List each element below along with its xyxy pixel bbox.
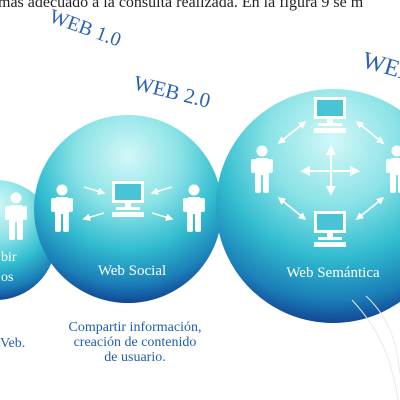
web2-caption-line: Compartir información,	[68, 320, 202, 335]
arrow-icon	[83, 186, 106, 195]
decorative-curve	[351, 299, 399, 400]
web2-caption-line: creación de contenido	[73, 335, 197, 350]
web1-label-line1: bir	[1, 250, 17, 265]
body-text-fragment: más adecuado a la consulta realizada. En…	[0, 0, 364, 11]
arrow-icon	[82, 212, 105, 221]
web2-circle-group: WEB 2.0 Web Social	[34, 71, 222, 303]
web2-title: WEB 2.0	[131, 71, 213, 113]
web1-caption: Veb.	[0, 336, 25, 351]
arrow-icon	[355, 197, 384, 220]
web2-caption: Compartir información, creación de conte…	[40, 320, 230, 365]
web2-label: Web Social	[98, 263, 166, 279]
web2-caption-line: de usuario.	[104, 350, 166, 365]
arrow-icon	[277, 197, 306, 220]
web3-title: WEB	[359, 48, 400, 88]
web3-label: Web Semántica	[286, 265, 380, 281]
arrow-icon	[277, 121, 306, 144]
arrow-icon	[150, 186, 173, 195]
web3-circle-group: WEB Web Semántica	[216, 48, 400, 323]
web1-title: WEB 1.0	[46, 5, 123, 51]
web1-label-line2: os	[1, 270, 13, 285]
arrow-icon	[355, 121, 384, 144]
decorative-curve	[365, 295, 400, 376]
arrow-icon	[151, 212, 174, 221]
